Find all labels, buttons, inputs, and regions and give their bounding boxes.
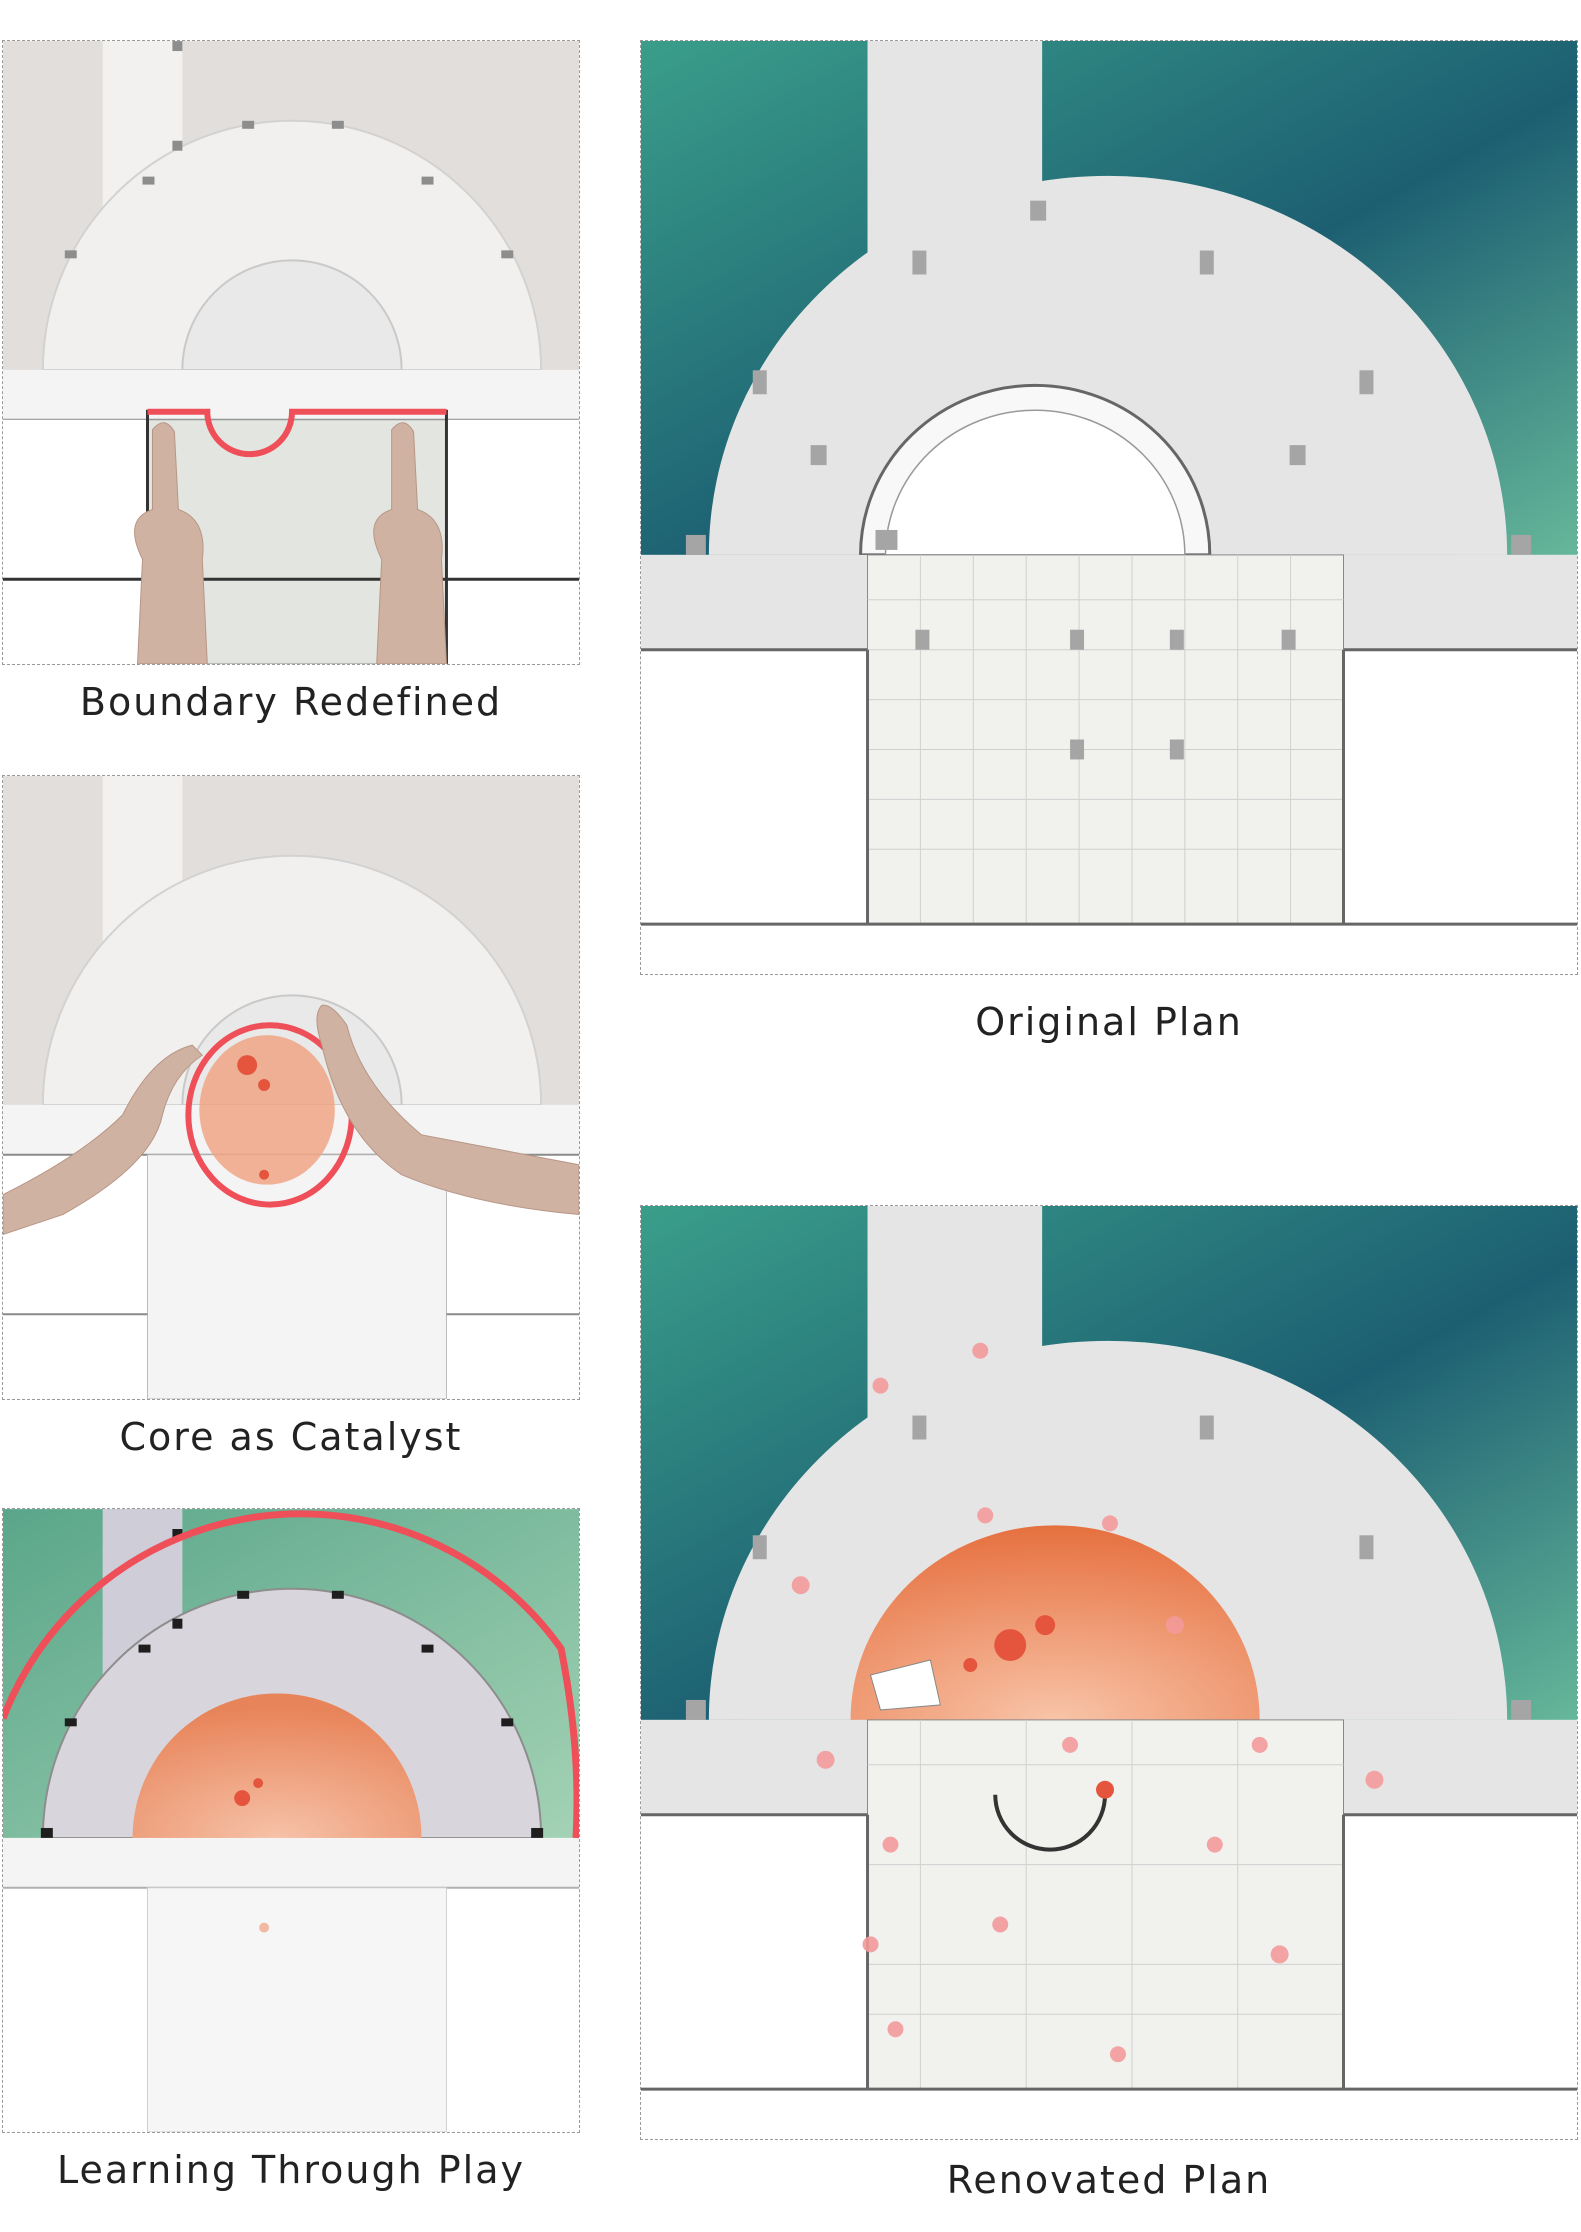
learning-through-play-diagram <box>3 1509 579 2132</box>
original-plan-diagram <box>641 41 1577 926</box>
boundary-red-outline <box>147 408 447 458</box>
caption-boundary-redefined: Boundary Redefined <box>79 680 503 724</box>
core-as-catalyst-diagram <box>3 776 579 1399</box>
caption-original-plan: Original Plan <box>975 1000 1243 1044</box>
renovated-plan-diagram <box>641 1206 1577 2091</box>
caption-renovated-plan: Renovated Plan <box>946 2158 1272 2202</box>
caption-learning-through-play: Learning Through Play <box>57 2148 525 2192</box>
panel-learning-through-play <box>2 1508 580 2133</box>
panel-boundary-redefined <box>2 40 580 665</box>
play-red-arc <box>3 1510 579 1839</box>
panel-renovated-plan <box>640 1205 1578 2140</box>
panel-original-plan <box>640 40 1578 975</box>
boundary-redefined-diagram <box>3 41 579 664</box>
caption-core-as-catalyst: Core as Catalyst <box>119 1415 463 1459</box>
panel-core-as-catalyst <box>2 775 580 1400</box>
